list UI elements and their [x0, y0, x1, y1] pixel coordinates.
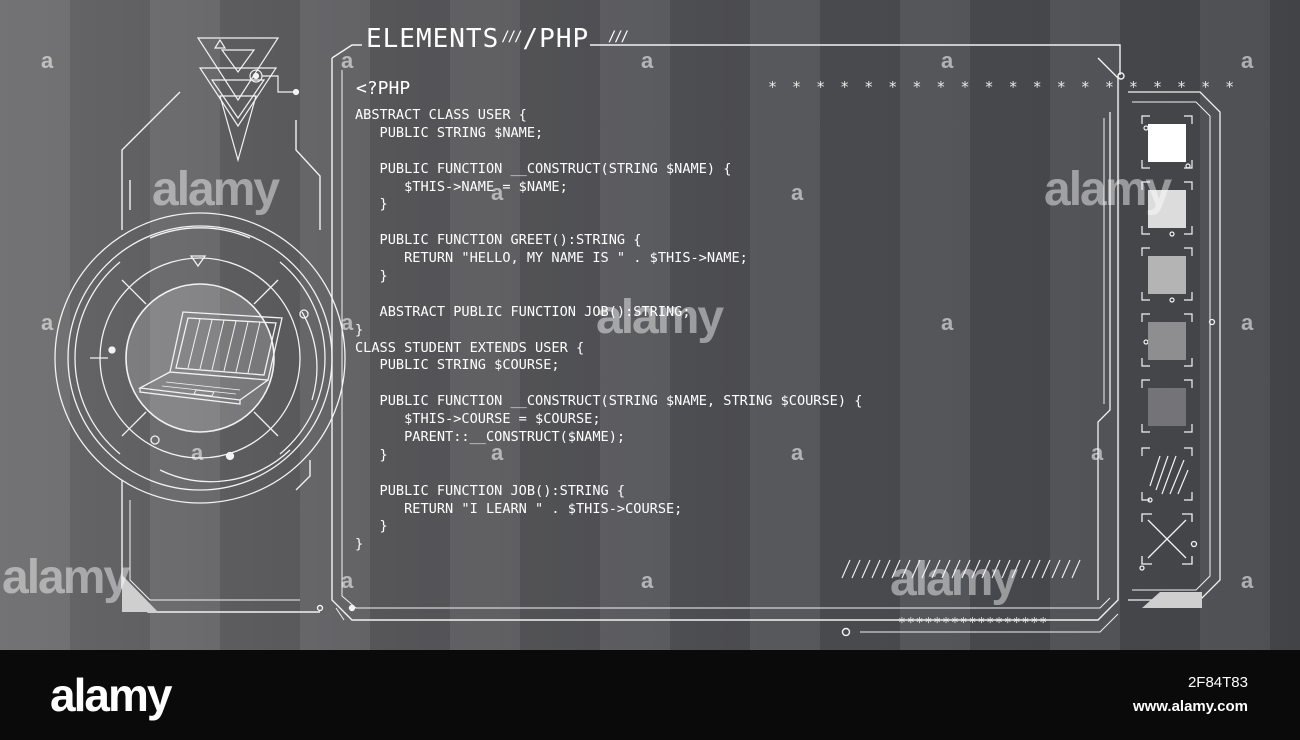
code-line: ABSTRACT CLASS USER { [355, 107, 527, 123]
code-line: } [355, 536, 364, 553]
code-line: RETURN "HELLO, MY NAME IS " . $THIS->NAM… [355, 250, 748, 267]
swatch-mid-gray [1148, 256, 1186, 294]
code-line: } [355, 321, 364, 338]
code-line: PUBLIC STRING $NAME; [355, 124, 544, 141]
code-line [355, 214, 862, 232]
swatch-gray [1148, 322, 1186, 360]
code-line: PUBLIC STRING $COURSE; [355, 357, 560, 374]
image-id-label: 2F84T83 [1187, 674, 1248, 691]
code-line: } [355, 268, 388, 285]
swatch-light-gray [1148, 190, 1186, 228]
code-line: } [355, 196, 388, 213]
watermark-letter: a [341, 48, 354, 73]
watermark-letter: a [491, 440, 504, 465]
hud-stage: ELEMENTS////PHP /// * * * * * * * * * * … [0, 0, 1300, 650]
watermark-letter: a [41, 48, 54, 73]
laptop-icon [137, 311, 283, 405]
watermark-letter: a [41, 310, 54, 335]
watermark-letter: a [941, 310, 954, 335]
code-line [355, 375, 862, 393]
code-line [355, 465, 862, 483]
code-line: $THIS->COURSE = $COURSE; [355, 411, 601, 428]
swatch-white [1148, 124, 1186, 162]
title-separator: /// [501, 29, 522, 45]
hatched-square-icon [1141, 447, 1193, 503]
watermark-logo: alamy [890, 553, 1018, 606]
hatched-progress-bar [841, 559, 1081, 579]
stars-bottom-decoration: ***************** [898, 616, 1049, 631]
code-line: } [355, 518, 388, 535]
watermark-letter: a [791, 180, 804, 205]
code-line: PUBLIC FUNCTION JOB():STRING { [355, 482, 626, 499]
code-panel-top-line [590, 44, 1121, 75]
panel-bottom-wedge [1142, 592, 1202, 608]
code-line: PUBLIC FUNCTION __CONSTRUCT(STRING $NAME… [355, 393, 863, 410]
hud-frame [54, 37, 1221, 637]
watermark-letter: a [1241, 568, 1254, 593]
code-line: PUBLIC FUNCTION GREET():STRING { [355, 232, 642, 249]
swatch-dark-gray [1148, 388, 1186, 426]
code-line: RETURN "I LEARN " . $THIS->COURSE; [355, 500, 683, 517]
watermark-letter: a [341, 568, 354, 593]
watermark-letter: a [941, 48, 954, 73]
title-elements: ELEMENTS [366, 24, 500, 54]
watermark-logo: alamy [596, 291, 724, 344]
background-stripes [0, 0, 1300, 650]
code-line: } [355, 446, 388, 463]
watermark-letter: a [491, 180, 504, 205]
watermark-letter: a [641, 48, 654, 73]
watermark-logo: alamy [2, 551, 130, 604]
code-line: CLASS STUDENT EXTENDS USER { [355, 339, 585, 356]
stock-footer: alamy 2F84T83 www.alamy.com [0, 650, 1300, 740]
swatch-panel-frame [1097, 91, 1221, 608]
page-title: ELEMENTS////PHP /// [366, 24, 629, 54]
stars-top-decoration: * * * * * * * * * * * * * * * * * * * * [768, 78, 1238, 96]
watermark-letter: a [791, 440, 804, 465]
title-suffix: /// [607, 29, 629, 45]
watermark-letter: a [191, 440, 204, 465]
php-open-tag: <?PHP [356, 78, 411, 99]
watermark-letter: a [1241, 310, 1254, 335]
watermark-letter: a [1241, 48, 1254, 73]
corner-wedge [122, 575, 158, 612]
code-line: $THIS->NAME = $NAME; [355, 178, 568, 195]
watermark-logo: alamy [152, 163, 280, 216]
watermark-letter: a [641, 568, 654, 593]
footer-logo: alamy [50, 669, 172, 721]
watermark-letter: a [341, 310, 354, 335]
swatch-brackets [1141, 115, 1193, 433]
code-line: PUBLIC FUNCTION __CONSTRUCT(STRING $NAME… [355, 160, 732, 177]
title-php: /PHP [522, 24, 590, 54]
code-line [355, 143, 862, 161]
watermark-logo: alamy [1044, 163, 1172, 216]
triangle-emblem-icon [196, 37, 300, 163]
watermark-letter: a [1091, 440, 1104, 465]
footer-url: www.alamy.com [1132, 698, 1248, 715]
code-line: ABSTRACT PUBLIC FUNCTION JOB():STRING; [355, 303, 691, 320]
x-cross-icon [1139, 513, 1198, 571]
php-code-block: ABSTRACT CLASS USER { PUBLIC STRING $NAM… [355, 107, 862, 554]
code-line: PARENT::__CONSTRUCT($NAME); [355, 429, 626, 446]
